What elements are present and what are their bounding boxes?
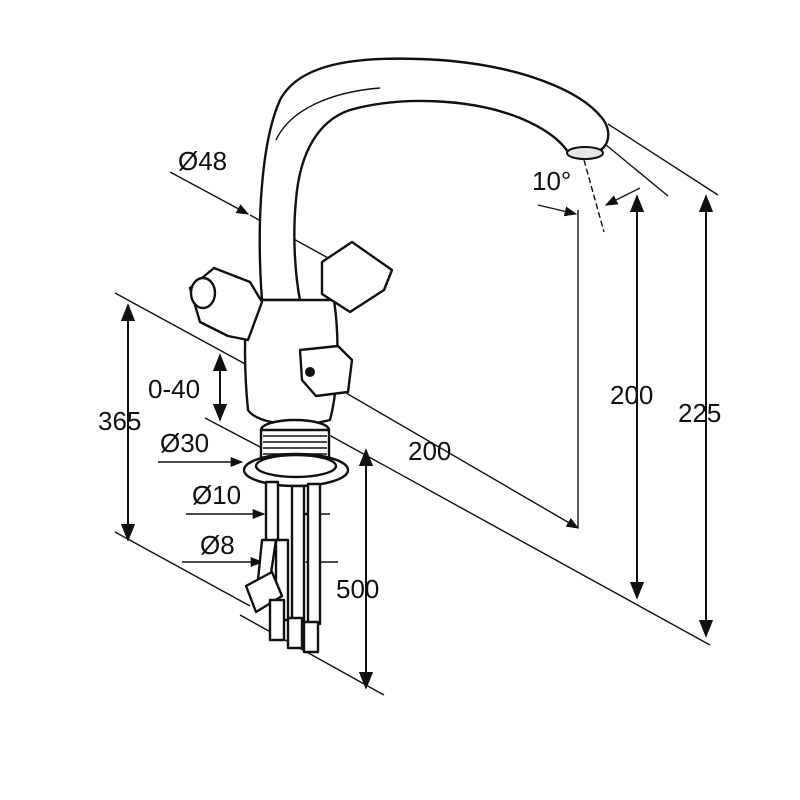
label-hose-diameter-b: Ø8 bbox=[200, 530, 235, 560]
label-adjust-range: 0-40 bbox=[148, 374, 200, 404]
dimension-lines bbox=[114, 123, 719, 696]
label-handle-diameter: Ø48 bbox=[178, 146, 227, 176]
faucet-illustration bbox=[188, 57, 610, 654]
label-spout-reach: 200 bbox=[408, 436, 451, 466]
label-hose-diameter-a: Ø10 bbox=[192, 480, 241, 510]
label-hose-length: 500 bbox=[336, 574, 379, 604]
label-total-height: 225 bbox=[678, 398, 721, 428]
label-spout-angle: 10° bbox=[532, 166, 571, 196]
label-shank-diameter: Ø30 bbox=[160, 428, 209, 458]
label-outlet-height: 200 bbox=[610, 380, 653, 410]
label-total-depth: 365 bbox=[98, 406, 141, 436]
